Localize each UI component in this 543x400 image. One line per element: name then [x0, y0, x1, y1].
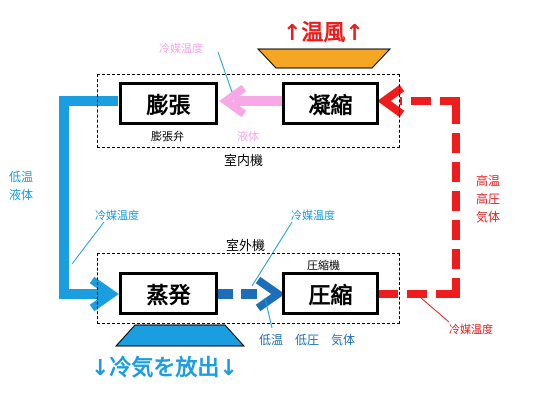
leader-line-right	[420, 297, 450, 323]
outdoor-unit-label: 室外機	[226, 239, 266, 254]
leader-line-mid	[251, 221, 293, 287]
refrigerant-temp-label-mid: 冷媒温度	[291, 209, 335, 222]
compression-box: 圧縮	[282, 272, 379, 315]
compression-label: 圧縮	[308, 283, 353, 309]
pink-arrowhead	[219, 84, 247, 118]
expansion-valve-label: 膨張弁	[151, 130, 184, 143]
low-pressure-gas-label: 低温 低圧 気体	[259, 333, 356, 347]
dark-blue-arrowhead	[255, 276, 285, 312]
expansion-label: 膨張	[146, 93, 191, 119]
high-gas-line2: 高圧	[476, 192, 501, 206]
condensation-box: 凝縮	[282, 82, 379, 125]
refrigerant-temp-label-right: 冷媒温度	[449, 323, 493, 336]
compressor-label: 圧縮機	[307, 259, 340, 272]
indoor-unit-label: 室内機	[224, 154, 264, 169]
indoor-unit-region	[97, 74, 400, 148]
warm-air-tray	[256, 48, 392, 69]
warm-air-title: ↑温風↑	[283, 21, 364, 46]
blue-flow-line	[59, 96, 118, 299]
red-arrowhead	[377, 84, 405, 118]
high-gas-label: 高温 高圧 気体	[476, 172, 500, 226]
liquid-label: 液体	[237, 130, 259, 143]
high-gas-line3: 気体	[476, 210, 501, 224]
leader-line-left	[71, 221, 105, 265]
refrigerant-temp-label-top: 冷媒温度	[159, 42, 203, 55]
leader-line-top	[217, 51, 233, 93]
low-liquid-line1: 低温	[9, 170, 34, 184]
refrigerant-temp-label-left: 冷媒温度	[95, 209, 139, 222]
cold-air-title: ↓冷気を放出↓	[91, 356, 238, 381]
low-liquid-label: 低温 液体	[9, 168, 33, 204]
condensation-label: 凝縮	[308, 93, 353, 119]
blue-arrowhead	[89, 276, 119, 312]
outdoor-unit-region	[97, 253, 400, 324]
high-gas-line1: 高温	[476, 174, 501, 188]
low-liquid-line2: 液体	[9, 188, 34, 202]
cold-air-tray	[114, 324, 246, 347]
evaporation-label: 蒸発	[146, 283, 191, 309]
evaporation-box: 蒸発	[119, 272, 218, 315]
expansion-box: 膨張	[119, 82, 218, 125]
